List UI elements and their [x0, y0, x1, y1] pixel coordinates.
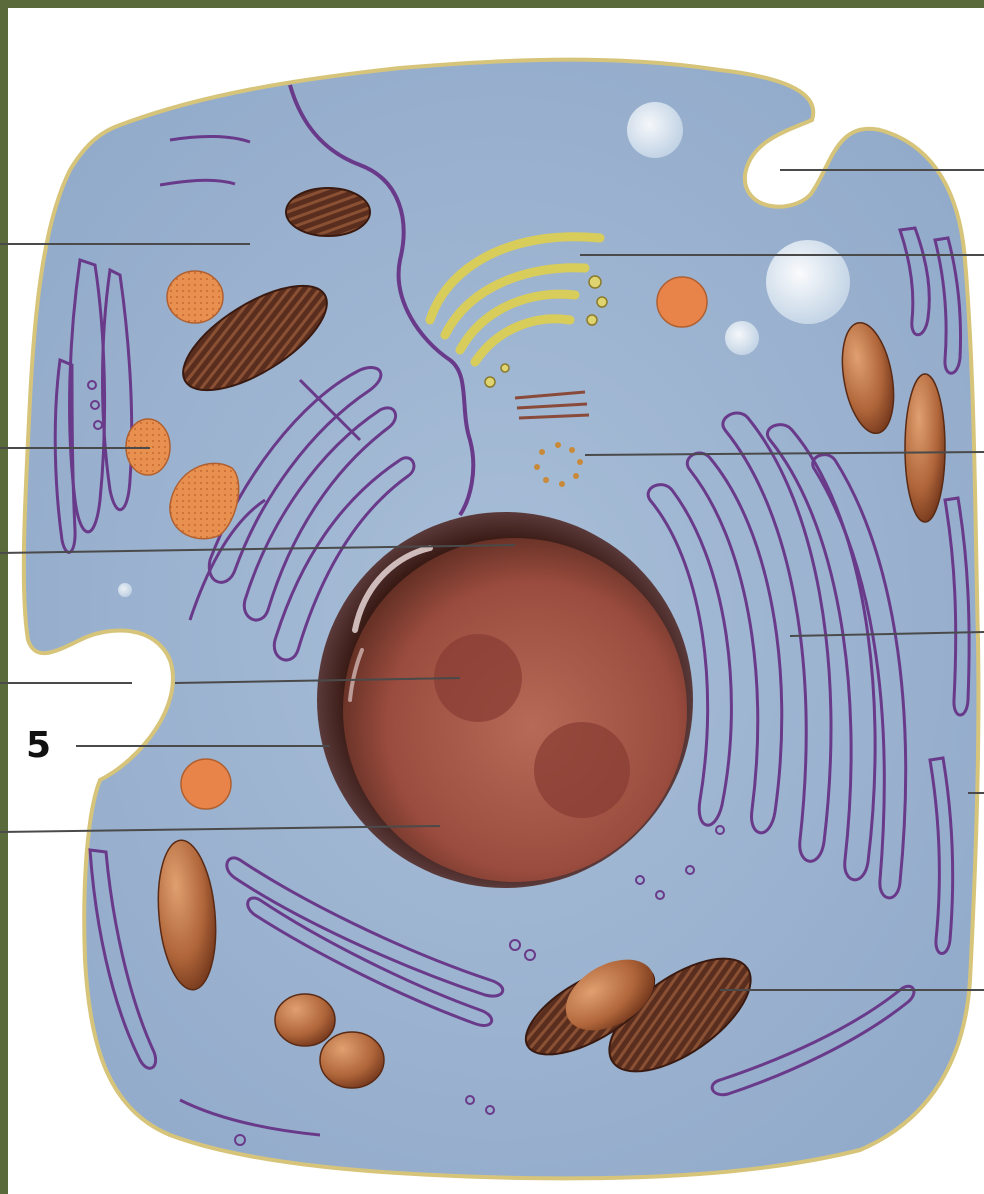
label-number: 5	[26, 728, 51, 764]
frame-top	[0, 0, 984, 8]
frame-left	[0, 0, 8, 1194]
